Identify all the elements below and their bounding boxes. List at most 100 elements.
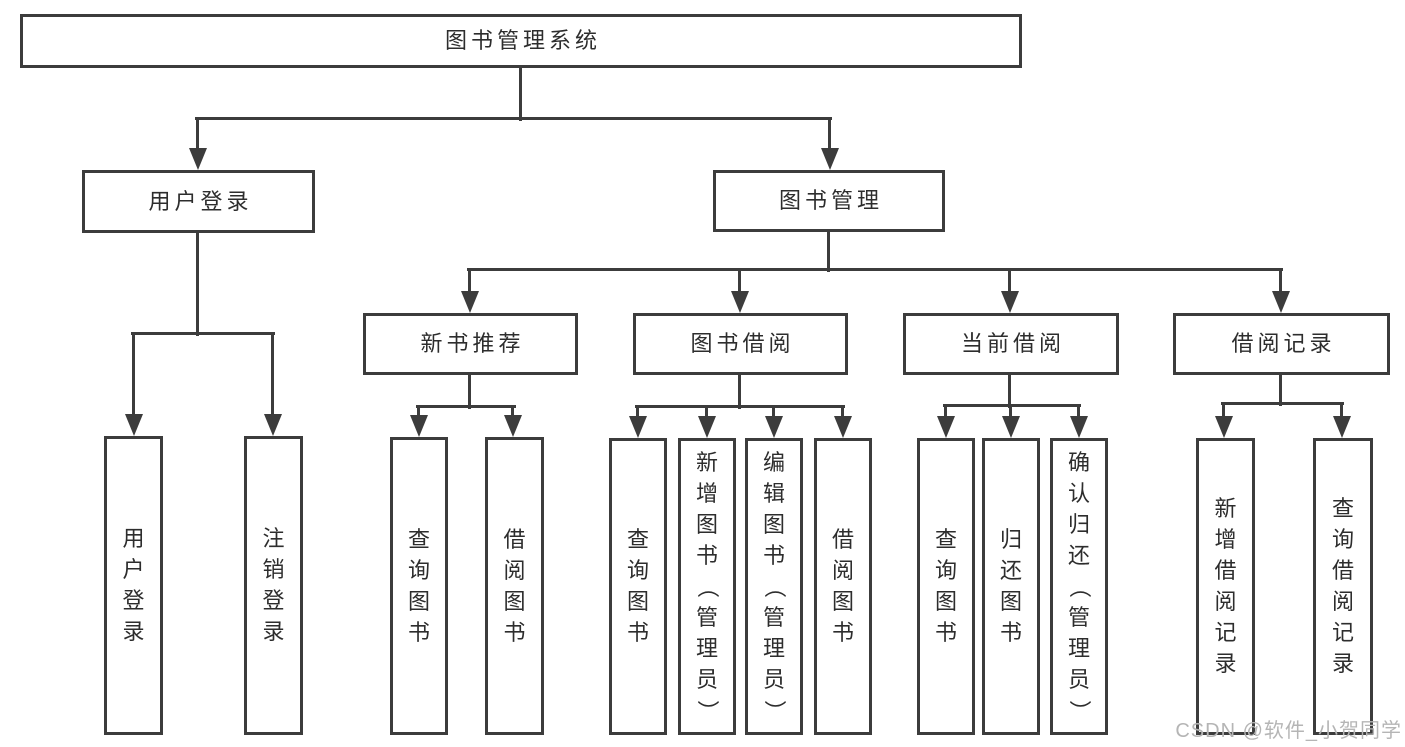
label-char: 图 xyxy=(999,589,1022,614)
node-label: 图书管理系统 xyxy=(444,28,601,53)
label-char: 用 xyxy=(122,526,145,551)
arrow-stem xyxy=(841,407,844,418)
arrowhead-down-icon xyxy=(821,148,839,170)
label-char: 还 xyxy=(1067,542,1090,568)
arrow-stem xyxy=(1222,404,1225,418)
label-char: 借 xyxy=(831,527,854,552)
arrow-stem xyxy=(772,407,775,418)
node-leaf-borrow-book-recommend: 借阅图书 xyxy=(485,437,544,735)
label-char: 归 xyxy=(999,527,1022,552)
label-char: 录 xyxy=(262,619,285,644)
connector-line-horizontal xyxy=(416,405,516,408)
connector-line-vertical xyxy=(519,68,522,121)
label-char: 查 xyxy=(1331,496,1354,521)
label-char: 图 xyxy=(407,588,430,614)
label-char: 图 xyxy=(626,589,649,614)
node-label-vertical: 新增图书（管理员） xyxy=(694,451,720,722)
label-char: （ xyxy=(1066,575,1092,598)
label-char: 询 xyxy=(934,558,957,583)
label-char: 询 xyxy=(1331,527,1354,552)
label-char: 借 xyxy=(1214,558,1237,583)
connector-line-vertical xyxy=(1008,375,1011,408)
label-char: 书 xyxy=(999,620,1022,645)
label-char: 新 xyxy=(1214,496,1237,521)
arrowhead-down-icon xyxy=(698,416,716,438)
node-feature-book-borrow: 图书借阅 xyxy=(633,313,848,375)
label-char: 还 xyxy=(999,558,1022,583)
node-root: 图书管理系统 xyxy=(20,14,1022,68)
label-char: 管 xyxy=(695,604,718,630)
connector-line-vertical xyxy=(468,375,471,409)
node-leaf-edit-book-admin: 编辑图书（管理员） xyxy=(745,438,803,735)
node-leaf-query-borrow-record: 查询借阅记录 xyxy=(1313,438,1373,735)
arrow-stem xyxy=(636,407,639,418)
arrow-stem xyxy=(511,407,514,417)
label-char: 记 xyxy=(1214,620,1237,645)
connector-line-vertical xyxy=(196,233,199,336)
label-char: 借 xyxy=(1331,558,1354,583)
arrow-stem xyxy=(705,407,708,418)
label-char: （ xyxy=(694,575,720,598)
node-leaf-logout: 注销登录 xyxy=(244,436,303,735)
arrowhead-down-icon xyxy=(410,415,428,437)
label-char: 图 xyxy=(934,589,957,614)
node-label-vertical: 借阅图书 xyxy=(503,526,526,644)
node-module-user-login: 用户登录 xyxy=(82,170,315,233)
label-char: 销 xyxy=(262,557,285,582)
arrow-stem xyxy=(1008,270,1011,293)
label-char: 注 xyxy=(262,526,285,551)
connector-line-horizontal xyxy=(467,268,1283,271)
arrowhead-down-icon xyxy=(731,291,749,313)
node-label-vertical: 查询图书 xyxy=(935,529,957,644)
arrowhead-down-icon xyxy=(504,415,522,437)
label-char: 图 xyxy=(762,511,785,537)
arrowhead-down-icon xyxy=(1001,291,1019,313)
arrowhead-down-icon xyxy=(1002,416,1020,438)
node-leaf-add-book-admin: 新增图书（管理员） xyxy=(678,438,736,735)
node-feature-borrow-records: 借阅记录 xyxy=(1173,313,1390,375)
label-char: 图 xyxy=(503,588,526,614)
label-char: 增 xyxy=(695,480,718,506)
label-char: 阅 xyxy=(1214,589,1237,614)
connector-line-vertical xyxy=(1279,375,1282,406)
node-label-vertical: 新增借阅记录 xyxy=(1214,498,1236,675)
connector-line-horizontal xyxy=(195,117,832,120)
node-feature-new-book-recommend: 新书推荐 xyxy=(363,313,578,375)
node-leaf-query-book-recommend: 查询图书 xyxy=(390,437,448,735)
arrow-stem xyxy=(132,334,135,416)
label-char: 录 xyxy=(1214,651,1237,676)
node-label: 用户登录 xyxy=(148,188,253,214)
node-label-vertical: 编辑图书（管理员） xyxy=(762,451,787,722)
connector-line-horizontal xyxy=(1221,402,1344,405)
arrowhead-down-icon xyxy=(189,148,207,170)
node-leaf-query-book-current: 查询图书 xyxy=(917,438,975,735)
label-char: 阅 xyxy=(1331,589,1354,614)
label-char: 增 xyxy=(1214,527,1237,552)
label-char: 管 xyxy=(762,604,785,630)
node-label-vertical: 确认归还（管理员） xyxy=(1066,451,1092,722)
connector-line-horizontal xyxy=(635,405,845,408)
label-char: 记 xyxy=(1331,620,1354,645)
node-module-book-management: 图书管理 xyxy=(713,170,945,232)
label-char: ） xyxy=(694,699,720,722)
connector-line-vertical xyxy=(827,232,830,272)
node-leaf-add-borrow-record: 新增借阅记录 xyxy=(1196,438,1255,735)
connector-line-horizontal xyxy=(131,332,275,335)
arrow-stem xyxy=(417,407,420,417)
arrowhead-down-icon xyxy=(1272,291,1290,313)
connector-line-horizontal xyxy=(943,404,1081,407)
node-leaf-query-book-borrow: 查询图书 xyxy=(609,438,667,735)
node-leaf-return-book: 归还图书 xyxy=(982,438,1040,735)
label-char: 书 xyxy=(407,619,430,645)
label-char: 询 xyxy=(407,557,430,583)
label-char: 录 xyxy=(1331,651,1354,676)
label-char: 查 xyxy=(407,526,430,552)
arrowhead-down-icon xyxy=(1333,416,1351,438)
arrow-stem xyxy=(1279,270,1282,293)
label-char: 登 xyxy=(262,588,285,613)
arrow-stem xyxy=(1077,406,1080,418)
label-char: 借 xyxy=(503,526,526,552)
arrow-stem xyxy=(271,334,274,416)
arrow-stem xyxy=(828,119,831,150)
